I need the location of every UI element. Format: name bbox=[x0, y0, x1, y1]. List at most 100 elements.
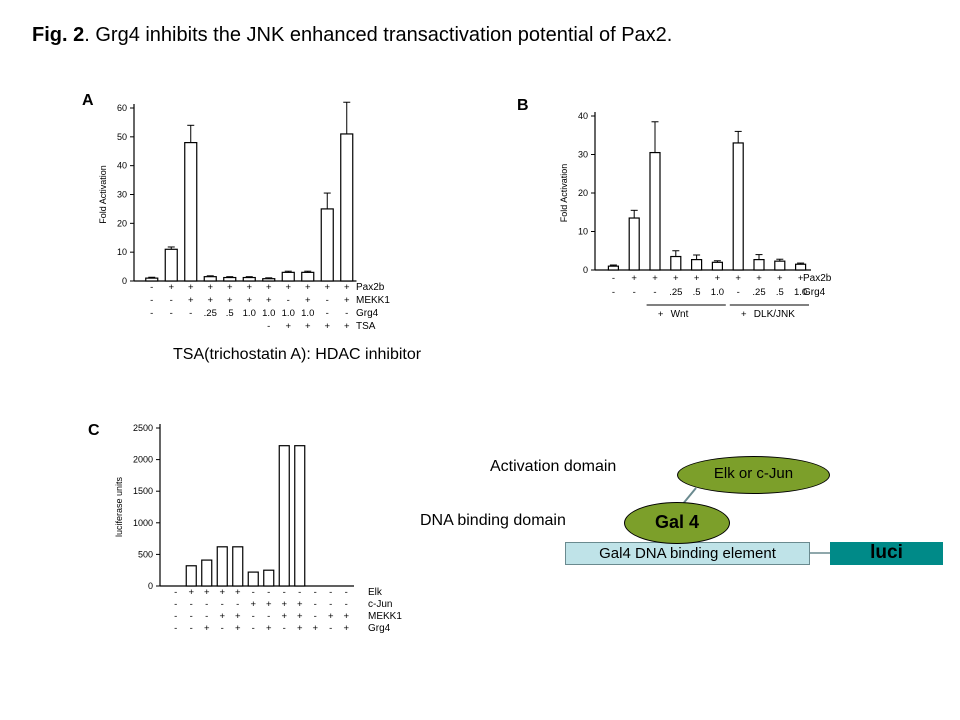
elk-cjun-label: Elk or c-Jun bbox=[713, 465, 794, 482]
panel-a-condition-mark: + bbox=[344, 295, 350, 306]
panel-a-condition-mark: - bbox=[170, 295, 173, 306]
panel-c-y-tick-label: 1000 bbox=[133, 518, 153, 528]
panel-b-group-sign: + bbox=[658, 309, 664, 320]
panel-b-condition-mark: - bbox=[612, 287, 615, 298]
panel-c-condition-mark: + bbox=[250, 599, 256, 610]
panel-c-y-tick-label: 500 bbox=[138, 549, 153, 559]
panel-c-condition-mark: - bbox=[283, 623, 286, 634]
figure-title: Fig. 2. Grg4 inhibits the JNK enhanced t… bbox=[32, 24, 672, 47]
panel-c-condition-mark: - bbox=[236, 599, 239, 610]
panel-a-bar bbox=[203, 276, 217, 282]
panel-b-y-tick-label: 20 bbox=[578, 188, 588, 198]
panel-a-condition-mark: - bbox=[345, 308, 348, 319]
panel-c-condition-mark: - bbox=[345, 599, 348, 610]
panel-b-condition-mark: + bbox=[673, 273, 679, 284]
panel-b-row-label: Grg4 bbox=[803, 287, 826, 298]
panel-b-bar bbox=[607, 265, 620, 271]
gal4-binding-element-label: Gal4 DNA binding element bbox=[599, 545, 776, 562]
panel-a-condition-mark: - bbox=[170, 308, 173, 319]
panel-a-row-label: Grg4 bbox=[356, 308, 379, 319]
panel-c-bar bbox=[263, 569, 275, 587]
gal4-binding-element: Gal4 DNA binding element bbox=[565, 542, 810, 565]
panel-c-condition-mark: - bbox=[190, 623, 193, 634]
panel-c-condition-mark: + bbox=[281, 599, 287, 610]
panel-b-condition-mark: .5 bbox=[776, 287, 784, 298]
panel-c-condition-mark: - bbox=[252, 623, 255, 634]
panel-c-condition-mark: + bbox=[235, 623, 241, 634]
luciferase-label: luci bbox=[870, 542, 903, 563]
panel-c-bar bbox=[185, 565, 197, 587]
panel-a-bar bbox=[262, 278, 276, 282]
panel-b-row-label: Pax2b bbox=[803, 273, 832, 284]
panel-b-condition-mark: + bbox=[777, 273, 783, 284]
panel-a-condition-mark: + bbox=[207, 282, 213, 293]
panel-a-condition-mark: + bbox=[266, 295, 272, 306]
panel-c-y-tick-label: 2000 bbox=[133, 455, 153, 465]
panel-c-condition-mark: - bbox=[329, 587, 332, 598]
panel-a-condition-mark: + bbox=[344, 282, 350, 293]
panel-b-group-label: DLK/JNK bbox=[754, 309, 795, 320]
panel-b-bar bbox=[795, 263, 807, 271]
panel-c-y-tick-label: 2500 bbox=[133, 423, 153, 433]
elk-cjun-domain: Elk or c-Jun bbox=[677, 456, 830, 494]
panel-c-condition-mark: - bbox=[190, 611, 193, 622]
panel-c-condition-mark: - bbox=[252, 587, 255, 598]
panel-c-bar bbox=[216, 546, 228, 587]
panel-a-condition-mark: .5 bbox=[226, 308, 234, 319]
panel-b-condition-mark: .25 bbox=[669, 287, 682, 298]
panel-c-condition-mark: - bbox=[205, 599, 208, 610]
panel-c-condition-mark: - bbox=[314, 611, 317, 622]
panel-a-condition-mark: + bbox=[188, 282, 194, 293]
panel-a-condition-mark: + bbox=[207, 295, 213, 306]
panel-c-condition-mark: - bbox=[221, 599, 224, 610]
panel-a-condition-mark: + bbox=[168, 282, 174, 293]
panel-b-condition-mark: .5 bbox=[693, 287, 701, 298]
reporter-diagram: Activation domain DNA binding domain Elk… bbox=[420, 445, 950, 580]
panel-a-condition-mark: - bbox=[287, 295, 290, 306]
panel-a-condition-mark: 1.0 bbox=[282, 308, 295, 319]
dna-binding-domain-label: DNA binding domain bbox=[420, 512, 566, 529]
panel-c-condition-mark: + bbox=[343, 611, 349, 622]
panel-c-condition-mark: + bbox=[312, 623, 318, 634]
panel-b-condition-mark: + bbox=[798, 273, 804, 284]
panel-a-bar bbox=[242, 276, 256, 282]
panel-b-condition-mark: + bbox=[631, 273, 637, 284]
panel-b-bar bbox=[670, 255, 682, 271]
panel-c-row-label: MEKK1 bbox=[368, 611, 402, 622]
panel-c-condition-mark: - bbox=[314, 599, 317, 610]
panel-b-label: B bbox=[517, 97, 529, 114]
panel-a-condition-mark: + bbox=[305, 295, 311, 306]
panel-a-condition-mark: - bbox=[150, 282, 153, 293]
panel-c-condition-mark: + bbox=[266, 623, 272, 634]
panel-b-condition-mark: 1.0 bbox=[711, 287, 724, 298]
panel-b-bar bbox=[691, 259, 703, 271]
panel-c-condition-mark: + bbox=[235, 611, 241, 622]
panel-a-condition-mark: + bbox=[285, 282, 291, 293]
panel-b-bar bbox=[753, 259, 765, 271]
panel-c-condition-mark: - bbox=[314, 587, 317, 598]
panel-c-condition-mark: + bbox=[188, 587, 194, 598]
panel-b-bar bbox=[711, 261, 723, 271]
panel-a-condition-mark: + bbox=[305, 321, 311, 332]
panel-a-row-label: MEKK1 bbox=[356, 295, 390, 306]
panel-a-row-label: Pax2b bbox=[356, 282, 385, 293]
panel-a-condition-mark: 1.0 bbox=[262, 308, 275, 319]
panel-a-condition-mark: + bbox=[227, 295, 233, 306]
panel-b-condition-mark: - bbox=[612, 273, 615, 284]
panel-c-condition-mark: - bbox=[174, 587, 177, 598]
panel-a-condition-mark: - bbox=[326, 308, 329, 319]
panel-a-bar bbox=[320, 208, 334, 282]
panel-a-condition-mark: - bbox=[189, 308, 192, 319]
panel-a-row-label: TSA bbox=[356, 321, 376, 332]
panel-b-condition-mark: + bbox=[735, 273, 741, 284]
panel-a-condition-mark: - bbox=[326, 295, 329, 306]
luciferase-reporter: luci bbox=[830, 542, 943, 565]
panel-c-condition-mark: - bbox=[174, 623, 177, 634]
panel-a-y-tick-label: 10 bbox=[117, 247, 127, 257]
panel-c-condition-mark: + bbox=[219, 611, 225, 622]
panel-a-condition-mark: - bbox=[267, 321, 270, 332]
panel-b-condition-mark: - bbox=[653, 287, 656, 298]
